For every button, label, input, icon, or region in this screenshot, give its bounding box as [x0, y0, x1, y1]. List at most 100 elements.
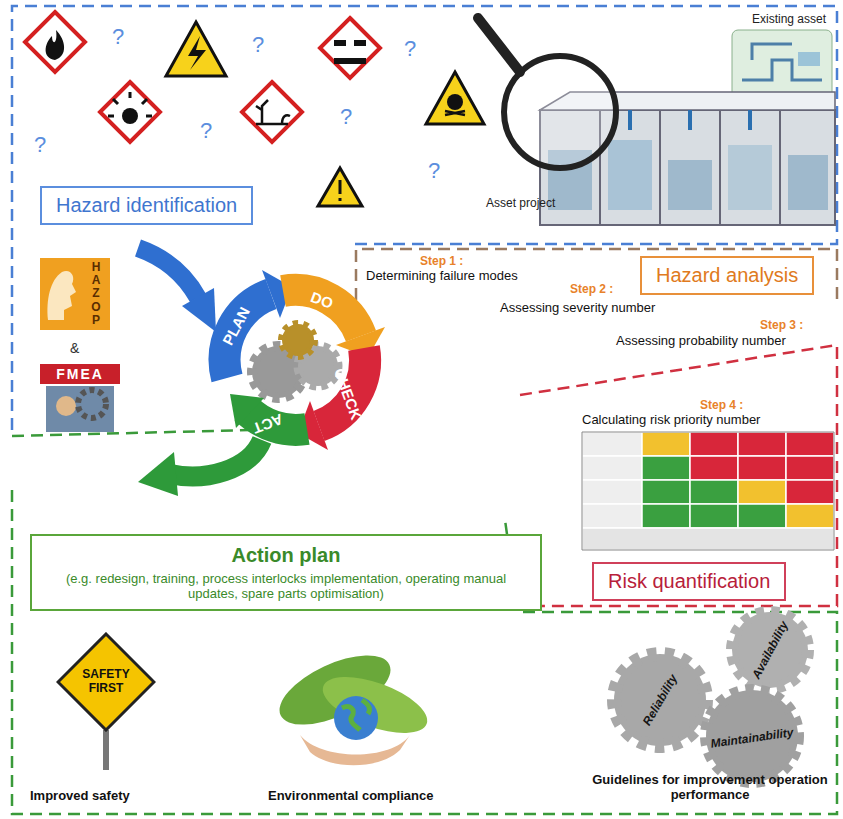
node-title: SAFETY FIRST [74, 668, 138, 696]
drawing-part [690, 456, 738, 480]
drawing-part [342, 700, 370, 730]
drawing-part [282, 324, 314, 356]
question-mark: ? [340, 104, 352, 130]
drawing-part [642, 480, 690, 504]
drawing-part [138, 452, 178, 496]
question-mark: ? [200, 118, 212, 144]
node-body: (e.g. redesign, training, process interl… [46, 571, 526, 601]
asset-label: Asset project [486, 196, 555, 210]
drawing-part [798, 52, 820, 66]
question-mark: ? [34, 132, 46, 158]
drawing-part [318, 168, 362, 206]
drawing-part [108, 92, 152, 116]
outcome-caption: Improved safety [30, 788, 130, 803]
sign-diamond-shape [58, 634, 154, 730]
fmea-icon-text: FMEA [56, 366, 104, 382]
drawing-part [40, 364, 120, 384]
drawing-part [742, 44, 822, 80]
drawing-part [614, 654, 706, 746]
step-text: Determining failure modes [366, 268, 518, 283]
hazop-fmea-icons [40, 258, 120, 432]
drawing-part [738, 504, 786, 528]
question-mark: ? [404, 36, 416, 62]
drawing-part [182, 288, 216, 332]
node-title: Action plan [46, 544, 526, 567]
hazard-pictograms [25, 12, 484, 206]
drawing-part [356, 249, 837, 300]
step-text: Assessing severity number [500, 300, 655, 315]
drawing-part [582, 456, 642, 480]
step-number: Step 4 : [700, 398, 743, 412]
connector-word: & [70, 340, 79, 356]
drawing-part [78, 390, 106, 418]
drawing-part [642, 504, 690, 528]
step-number: Step 1 : [420, 254, 463, 268]
drawing-part [188, 36, 206, 70]
section-title-box: Risk quantification [592, 562, 786, 601]
question-mark: ? [428, 158, 440, 184]
step-text: Assessing probability number [616, 333, 786, 348]
drawing-part [738, 456, 786, 480]
drawing-part [100, 82, 160, 142]
node-title: Hazard analysis [656, 264, 798, 287]
node-title: Hazard identification [56, 194, 237, 217]
region-frames [12, 6, 837, 814]
drawing-part [582, 432, 834, 550]
drawing-part [56, 396, 76, 416]
drawing-part [738, 432, 786, 456]
drawing-part [630, 110, 750, 130]
drawing-part [608, 140, 652, 210]
drawing-part [668, 160, 712, 210]
drawing-part [582, 480, 642, 504]
drawing-part [786, 504, 834, 528]
drawing-part [138, 248, 198, 298]
drawing-part [706, 690, 798, 782]
drawing-part [320, 18, 380, 78]
asset-illustration [478, 18, 835, 225]
drawing-part [478, 18, 520, 72]
drawing-part [48, 271, 76, 320]
section-title-box: Hazard analysis [640, 256, 814, 295]
outcome-caption: Guidelines for improvement operation per… [590, 772, 830, 802]
drawing-part [170, 440, 262, 476]
step-text: Calculating risk priority number [582, 412, 760, 427]
drawing-part [786, 480, 834, 504]
drawing-part [25, 12, 85, 72]
outcome-caption: Environmental compliance [268, 788, 433, 803]
drawing-part [319, 348, 365, 426]
section-title-box: Hazard identification [40, 186, 253, 225]
drawing-part [103, 730, 109, 770]
drawing-part [12, 6, 837, 430]
question-mark: ? [252, 32, 264, 58]
drawing-part [447, 94, 463, 110]
drawing-part [786, 456, 834, 480]
drawing-part [732, 30, 832, 98]
asset-label: Existing asset [752, 12, 826, 26]
drawing-part [242, 82, 302, 142]
drawing-part [316, 666, 434, 745]
drawing-part [788, 155, 828, 210]
drawing-part [520, 345, 837, 606]
drawing-part [166, 22, 226, 76]
hazop-icon-text: HAZOP [90, 261, 102, 327]
drawing-part [642, 456, 690, 480]
drawing-part [582, 528, 834, 550]
drawing-part [40, 258, 110, 330]
drawing-part [738, 480, 786, 504]
drawing-part [732, 612, 808, 688]
drawing-part [46, 30, 65, 60]
node-title: Risk quantification [608, 570, 770, 593]
step-number: Step 2 : [570, 282, 613, 296]
drawing-part [786, 432, 834, 456]
drawing-part [46, 386, 114, 432]
drawing-part [12, 430, 837, 814]
drawing-part [334, 40, 366, 64]
drawing-part [582, 432, 642, 456]
drawing-part [728, 145, 772, 210]
drawing-part [122, 108, 138, 124]
drawing-part [690, 480, 738, 504]
safety-sign: SAFETY FIRST [56, 632, 156, 732]
drawing-part [334, 696, 378, 740]
drawing-part [690, 432, 738, 456]
